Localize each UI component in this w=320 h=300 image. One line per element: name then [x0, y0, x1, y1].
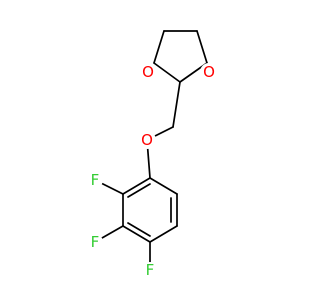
- molecular-structure-diagram: O O O F F F: [87, 30, 218, 279]
- label-background: [139, 63, 157, 81]
- bond-dioxolane-c5-o1: [196, 30, 208, 64]
- oxygen-atom-label: O: [142, 63, 154, 81]
- bond-dioxolane-c4-o3: [153, 30, 165, 64]
- atom-fluorine-4: F: [142, 261, 158, 279]
- bond-ar6-ar1: [149, 177, 178, 195]
- atom-ring-oxygen-right: O: [200, 63, 218, 81]
- atom-labels: O O O F F F: [87, 63, 218, 279]
- bond-ar3-ar4-inner: [127, 222, 151, 237]
- fluorine-atom-label: F: [91, 171, 100, 189]
- atom-fluorine-3: F: [87, 233, 103, 251]
- bond-ar1-ar2: [122, 177, 151, 195]
- label-background: [200, 63, 218, 81]
- bond-c2-ch2: [172, 81, 181, 128]
- bonds: [94, 30, 208, 271]
- bond-ar1-ar2-inner: [127, 183, 151, 198]
- bond-ar3-ar4: [122, 225, 151, 243]
- fluorine-atom-label: F: [91, 233, 100, 251]
- atom-fluorine-2: F: [87, 171, 103, 189]
- label-background: [142, 262, 158, 278]
- bond-dioxolane-o3-c2: [153, 62, 181, 83]
- fluorine-atom-label: F: [146, 261, 155, 279]
- oxygen-atom-label: O: [141, 131, 153, 149]
- label-background: [138, 131, 156, 149]
- atom-ether-oxygen: O: [138, 131, 156, 149]
- atom-ring-oxygen-left: O: [139, 63, 157, 81]
- label-background: [87, 172, 103, 188]
- label-background: [87, 234, 103, 250]
- bond-ar4-ar5: [149, 225, 178, 243]
- oxygen-atom-label: O: [203, 63, 215, 81]
